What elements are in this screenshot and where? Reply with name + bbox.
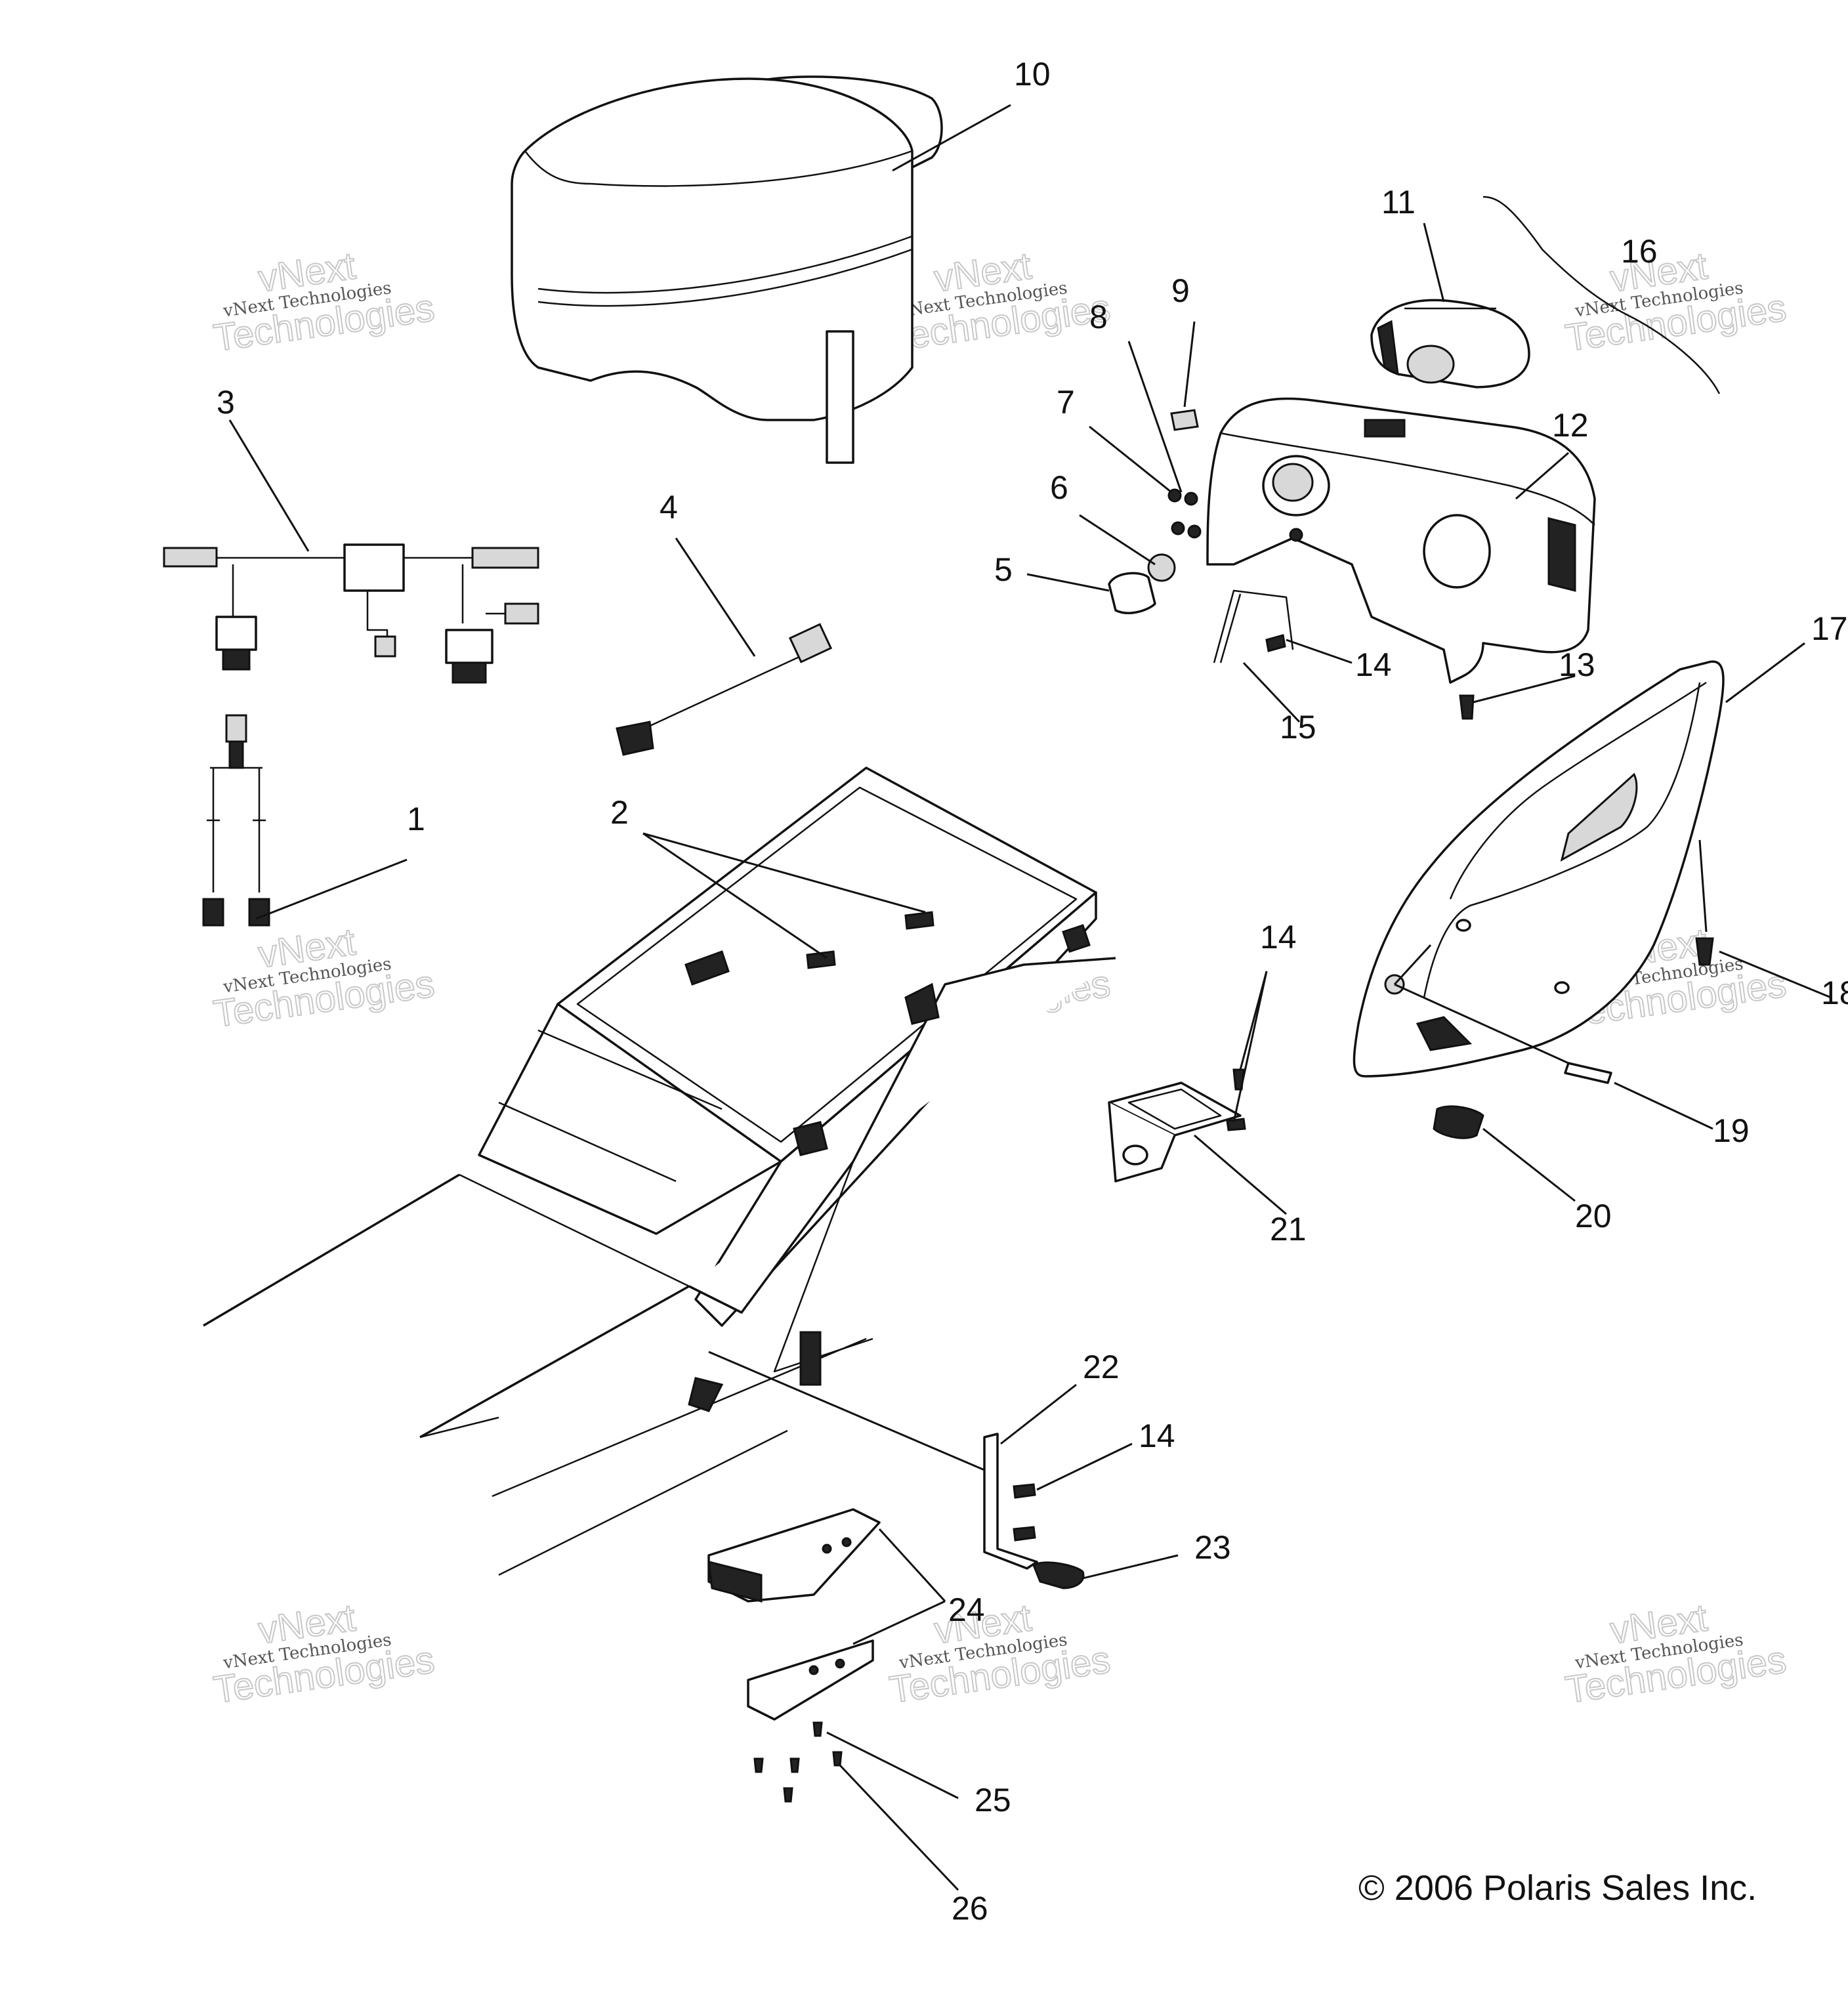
wiring-harness-part <box>163 543 539 684</box>
callout-23: 23 <box>1194 1529 1231 1566</box>
bumper-pad-part <box>1032 1561 1085 1589</box>
callout-12: 12 <box>1552 407 1589 444</box>
callout-18: 18 <box>1821 975 1848 1011</box>
side-panel-part <box>1353 660 1725 1078</box>
callout-14a: 14 <box>1355 646 1392 683</box>
callout-1: 1 <box>407 801 425 837</box>
grommet-part <box>1433 1105 1484 1139</box>
callout-22: 22 <box>1083 1349 1120 1385</box>
small-harness-part <box>202 714 270 927</box>
step-bracket-part <box>983 1433 1038 1570</box>
callout-11: 11 <box>1381 184 1416 220</box>
seat-cushion-part <box>511 75 943 464</box>
callout-8: 8 <box>1089 299 1108 335</box>
callout-15: 15 <box>1280 709 1316 746</box>
hood-bracket-part <box>1213 589 1294 663</box>
screw-part <box>1265 634 1286 652</box>
callout-5: 5 <box>994 551 1013 588</box>
copyright-notice: © 2006 Polaris Sales Inc. <box>1358 1868 1757 1908</box>
callout-6: 6 <box>1050 469 1068 506</box>
bulb-socket-part <box>1108 553 1176 614</box>
callout-14c: 14 <box>1139 1418 1175 1454</box>
push-rivet-part <box>1695 937 1714 966</box>
callout-25: 25 <box>975 1782 1011 1818</box>
callout-labels: 1 2 3 4 5 6 7 8 9 10 11 12 13 14 14 14 1… <box>217 56 1848 1927</box>
callout-17: 17 <box>1811 610 1848 647</box>
callout-7: 7 <box>1057 384 1075 421</box>
callout-13: 13 <box>1559 646 1595 683</box>
callout-21: 21 <box>1270 1211 1307 1248</box>
callout-9: 9 <box>1171 272 1190 309</box>
chassis-tunnel-part <box>203 766 1116 1576</box>
clip-part <box>1170 409 1199 431</box>
nut-set-part <box>1167 488 1303 542</box>
callout-20: 20 <box>1575 1198 1612 1234</box>
running-board-step-part <box>707 1508 881 1721</box>
screw-set-part <box>753 1721 843 1803</box>
callout-26: 26 <box>952 1890 988 1927</box>
mount-bracket-part <box>1108 1068 1246 1183</box>
callout-2: 2 <box>610 794 629 831</box>
callout-19: 19 <box>1713 1112 1750 1149</box>
headlight-wire-part <box>1482 196 1721 394</box>
callout-24: 24 <box>948 1591 985 1628</box>
pin-part <box>1564 1062 1612 1084</box>
leader-lines <box>228 104 1832 1891</box>
headlight-part <box>1370 299 1530 388</box>
callout-16: 16 <box>1621 233 1658 270</box>
callout-10: 10 <box>1014 56 1051 93</box>
headlight-housing-part <box>1206 397 1596 684</box>
bolts-22-part <box>1013 1483 1036 1542</box>
callout-14b: 14 <box>1260 919 1297 956</box>
callout-4: 4 <box>660 489 678 526</box>
callout-3: 3 <box>217 384 235 421</box>
screw-13-part <box>1459 694 1475 720</box>
wire-lead-part <box>616 623 833 756</box>
bolt-pair-part <box>806 911 934 969</box>
